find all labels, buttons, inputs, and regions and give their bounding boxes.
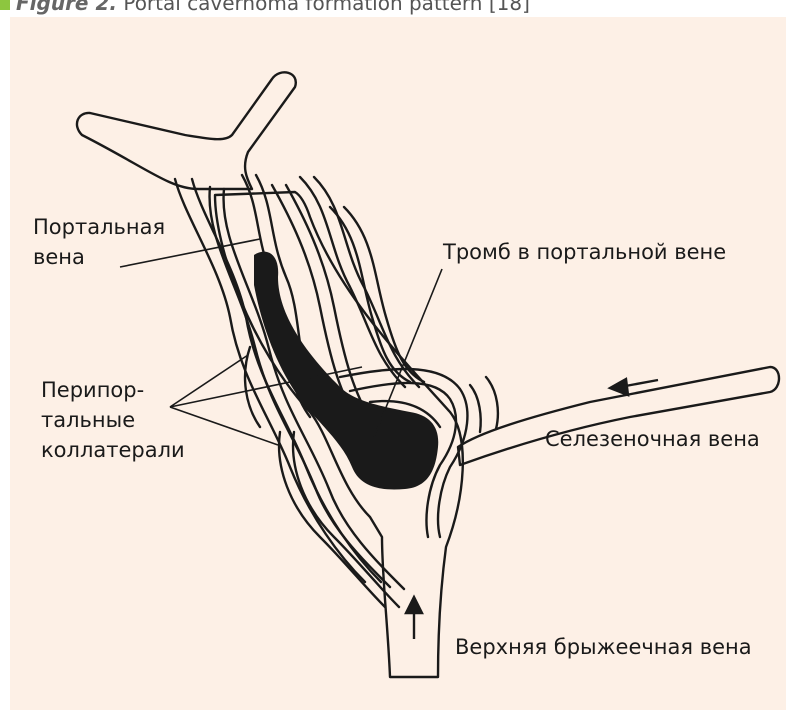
superior-mesenteric-vein-label: Верхняя брыжеечная вена xyxy=(455,632,752,662)
left-portal-branch xyxy=(77,72,296,189)
caption-marker xyxy=(0,0,10,10)
periportal-label-line3: коллатерали xyxy=(41,435,185,465)
figure-caption-text: Portal cavernoma formation pattern [18] xyxy=(123,0,530,15)
periportal-collaterals-label: Перипор- тальные коллатерали xyxy=(41,375,185,465)
splenic-vein-label: Селезеночная вена xyxy=(545,424,760,454)
figure-label: Figure 2. xyxy=(16,0,117,15)
figure-panel: Портальная вена Тромб в портальной вене … xyxy=(10,17,786,710)
periportal-label-line2: тальные xyxy=(41,405,185,435)
vein-illustration xyxy=(10,17,786,710)
portal-vein-label-line2: вена xyxy=(33,242,165,272)
periportal-label-line1: Перипор- xyxy=(41,375,185,405)
portal-vein-label: Портальная вена xyxy=(33,212,165,272)
portal-vein-label-line1: Портальная xyxy=(33,212,165,242)
thrombus-label: Тромб в портальной вене xyxy=(443,237,726,267)
